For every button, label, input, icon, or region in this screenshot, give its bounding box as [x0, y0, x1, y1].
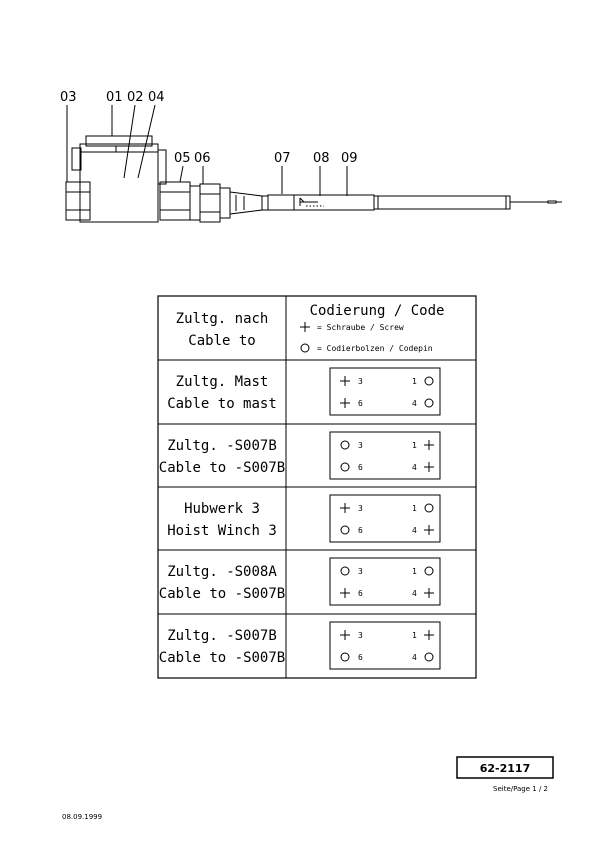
- pin-number-3: 3: [358, 377, 363, 386]
- header-cable-to-de: Zultg. nach: [176, 311, 269, 327]
- callout-09: 09: [341, 151, 358, 166]
- screw-icon: [340, 503, 350, 513]
- screw-icon: [300, 322, 310, 332]
- code-box: [329, 494, 441, 543]
- codepin-icon: [424, 398, 434, 408]
- table-header: Zultg. nach Cable to Codierung / Code = …: [176, 303, 445, 353]
- code-box: [329, 367, 441, 416]
- codepin-icon: [424, 503, 434, 513]
- pin-number-4: 4: [412, 399, 417, 408]
- callout-03: 03: [60, 90, 77, 105]
- coding-table: Zultg. nach Cable to Codierung / Code = …: [157, 295, 477, 679]
- codepin-icon: [424, 376, 434, 386]
- table-row: Zultg. -S008A Cable to -S007B 3 1 6 4: [159, 557, 441, 606]
- screw-icon: [424, 588, 434, 598]
- row-label-de: Hubwerk 3: [184, 501, 260, 517]
- screw-icon: [424, 525, 434, 535]
- screw-icon: [340, 630, 350, 640]
- cable-gland: [189, 183, 263, 223]
- row-label-en: Hoist Winch 3: [167, 523, 277, 539]
- pin-number-3: 3: [358, 504, 363, 513]
- row-label-de: Zultg. -S007B: [167, 438, 277, 454]
- table-row: Zultg. -S007B Cable to -S007B 3 1 6 4: [159, 621, 441, 670]
- cable: [262, 194, 562, 211]
- codepin-icon: [340, 440, 350, 450]
- row-label-en: Cable to -S007B: [159, 586, 285, 602]
- pin-number-6: 6: [358, 653, 363, 662]
- code-box: [329, 431, 441, 480]
- callout-07: 07: [274, 151, 291, 166]
- callout-labels: 03 01 02 04 05 06 07 08 09: [60, 90, 358, 166]
- row-label-en: Cable to -S007B: [159, 460, 285, 476]
- pin-number-3: 3: [358, 567, 363, 576]
- code-box: [329, 557, 441, 606]
- date-label: 08.09.1999: [62, 813, 102, 821]
- callout-02: 02: [127, 90, 144, 105]
- drawing-number: 62-2117: [480, 762, 531, 775]
- pin-number-1: 1: [412, 441, 417, 450]
- screw-icon: [340, 376, 350, 386]
- drawing-number-box: [456, 756, 554, 779]
- callout-05: 05: [174, 151, 191, 166]
- pin-number-4: 4: [412, 526, 417, 535]
- callout-04: 04: [148, 90, 165, 105]
- row-label-de: Zultg. Mast: [176, 374, 269, 390]
- row-label-de: Zultg. -S007B: [167, 628, 277, 644]
- pin-number-4: 4: [412, 589, 417, 598]
- pin-number-6: 6: [358, 399, 363, 408]
- code-box: [329, 621, 441, 670]
- pin-number-4: 4: [412, 653, 417, 662]
- row-label-en: Cable to mast: [167, 396, 277, 412]
- table-row: Zultg. -S007B Cable to -S007B 3 1 6 4: [159, 431, 441, 480]
- pin-number-6: 6: [358, 463, 363, 472]
- header-code-title: Codierung / Code: [310, 303, 445, 319]
- codepin-icon: [340, 462, 350, 472]
- pin-number-3: 3: [358, 631, 363, 640]
- codepin-icon: [340, 652, 350, 662]
- pin-number-3: 3: [358, 441, 363, 450]
- callout-01: 01: [106, 90, 123, 105]
- header-cable-to-en: Cable to: [188, 333, 255, 349]
- pin-number-6: 6: [358, 526, 363, 535]
- screw-icon: [424, 440, 434, 450]
- codepin-icon: [424, 566, 434, 576]
- screw-icon: [340, 398, 350, 408]
- pin-number-1: 1: [412, 631, 417, 640]
- screw-icon: [424, 630, 434, 640]
- legend-codepin: = Codierbolzen / Codepin: [317, 344, 433, 353]
- page-label: Seite/Page 1 / 2: [493, 785, 548, 793]
- pin-number-1: 1: [412, 567, 417, 576]
- screw-icon: [424, 462, 434, 472]
- codepin-icon: [340, 566, 350, 576]
- row-label-en: Cable to -S007B: [159, 650, 285, 666]
- codepin-icon: [340, 525, 350, 535]
- callout-08: 08: [313, 151, 330, 166]
- pin-number-1: 1: [412, 504, 417, 513]
- pin-number-4: 4: [412, 463, 417, 472]
- codepin-icon: [300, 343, 310, 353]
- table-row: Hubwerk 3 Hoist Winch 3 3 1 6 4: [167, 494, 441, 543]
- legend-screw: = Schraube / Screw: [317, 323, 404, 332]
- row-label-de: Zultg. -S008A: [167, 564, 277, 580]
- callout-06: 06: [194, 151, 211, 166]
- pin-number-6: 6: [358, 589, 363, 598]
- screw-icon: [340, 588, 350, 598]
- pin-number-1: 1: [412, 377, 417, 386]
- title-block: 62-2117 Seite/Page 1 / 2 08.09.1999: [62, 756, 554, 821]
- leader-lines: [66, 104, 348, 196]
- connector-drawing: 03 01 02 04 05 06 07 08 09: [60, 90, 562, 223]
- codepin-icon: [424, 652, 434, 662]
